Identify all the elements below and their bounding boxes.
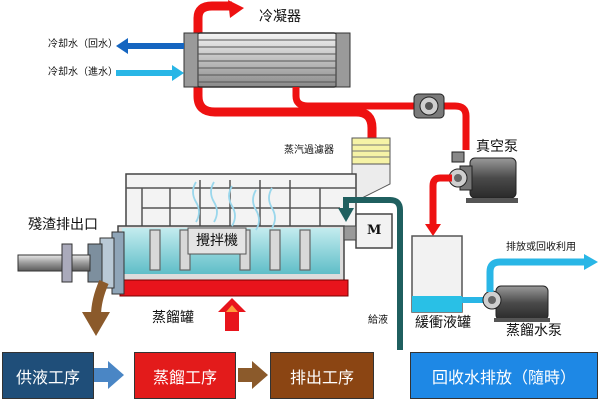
residue-arrow-head xyxy=(82,312,110,336)
step-distill-process: 蒸餾工序 xyxy=(134,352,236,399)
cooling-return-arrow xyxy=(116,38,184,54)
distilled-water-pump xyxy=(462,285,550,322)
flow-arrow-1 xyxy=(94,361,124,389)
condenser xyxy=(183,32,351,88)
cooling-inlet-arrow xyxy=(116,65,184,81)
steam-pipe xyxy=(193,1,377,140)
vapor-filter-label: 蒸汽過濾器 xyxy=(284,145,334,156)
feed-label: 給液 xyxy=(368,315,388,326)
step-discharge-process: 排出工序 xyxy=(270,352,374,399)
condensate-pipe xyxy=(292,87,414,110)
vapor-filter xyxy=(351,137,391,199)
feed-pipe xyxy=(343,197,403,350)
feed-arrow-head xyxy=(338,208,354,222)
steam-arrow-head xyxy=(228,0,244,18)
vacuum-to-buffer-arrow xyxy=(425,224,441,236)
cooling-inlet-label: 冷却水（進水） xyxy=(48,67,118,78)
step-feed-process: 供液工序 xyxy=(2,352,94,399)
residue-arrow xyxy=(91,279,109,317)
residue-outlet-label: 殘渣排出口 xyxy=(28,217,98,233)
step-recovery-water: 回收水排放（隨時） xyxy=(410,352,598,399)
discharge-arrow xyxy=(584,254,598,270)
distilled-water-pump-label: 蒸餾水泵 xyxy=(506,323,562,339)
valve xyxy=(413,93,445,119)
discharge-label: 排放或回收利用 xyxy=(506,242,576,253)
condenser-label: 冷凝器 xyxy=(259,9,301,25)
condensate-pipe-2 xyxy=(444,102,470,150)
flow-arrow-2 xyxy=(238,361,268,389)
vacuum-to-buffer-pipe xyxy=(429,174,452,228)
agitator-label: 攪拌機 xyxy=(196,233,238,249)
vacuum-pump xyxy=(448,151,518,203)
motor-label: M xyxy=(367,223,382,238)
distill-tank-label: 蒸餾罐 xyxy=(152,310,194,326)
distillation-tank xyxy=(17,173,393,297)
buffer-tank-label: 緩衝液罐 xyxy=(415,315,471,331)
cooling-return-label: 冷却水（回水） xyxy=(48,39,118,50)
discharge-pipe xyxy=(486,258,586,292)
buffer-tank xyxy=(411,235,463,313)
heat-arrow xyxy=(218,298,246,331)
vacuum-pump-label: 真空泵 xyxy=(476,139,518,155)
